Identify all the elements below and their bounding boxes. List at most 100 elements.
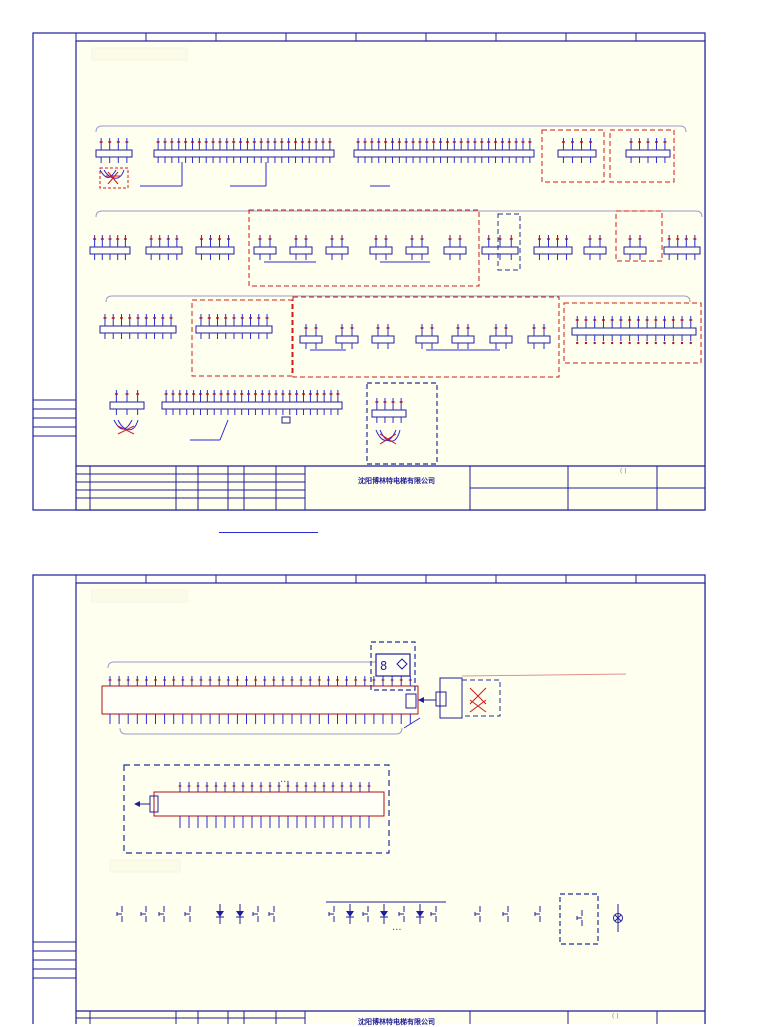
- switch-group-box: [559, 893, 599, 945]
- harness-lead: [461, 673, 627, 677]
- leader-4b: [219, 419, 229, 441]
- strip-body: [145, 246, 183, 255]
- relay-contact-r3-3: [371, 324, 395, 349]
- terminal-strip-j8: [195, 235, 235, 260]
- harness-group-box: [461, 679, 501, 717]
- strip-body: [253, 246, 277, 255]
- strip-dot: [689, 341, 692, 345]
- push-button-switch-icon: [140, 906, 147, 922]
- strip-body: [481, 246, 519, 255]
- strip-body: [489, 335, 513, 344]
- strip-body: [663, 246, 701, 255]
- display-glyph: 8: [380, 659, 387, 673]
- cross-box-1: [99, 167, 129, 189]
- strip-dot: [672, 341, 675, 345]
- leader-5: [403, 717, 421, 729]
- cross-mark-3: [379, 433, 397, 445]
- push-button-switch-icon: [534, 906, 541, 922]
- relay-contact-r3-6: [489, 324, 513, 349]
- title-block-company-1: 沈阳博林特电梯有限公司: [358, 477, 435, 485]
- row-2-bracket: [95, 210, 703, 218]
- harness-plug: [435, 691, 447, 707]
- cross-mark-1: [106, 171, 120, 185]
- terminal-strip-j14: [99, 314, 177, 339]
- strip-dot: [654, 341, 658, 345]
- strip-dot: [610, 341, 614, 345]
- strip-body: [353, 149, 535, 158]
- group-box-relays: [248, 209, 480, 287]
- push-button-switch-icon: [328, 906, 335, 922]
- lower-board-group-box: [123, 764, 390, 854]
- terminal-strip-j12: [623, 235, 647, 260]
- terminal-strip-j3: [353, 138, 535, 163]
- push-button-switch-icon: [116, 906, 123, 922]
- board-connector: [405, 693, 417, 709]
- strip-body: [299, 335, 323, 344]
- terminal-strip-j6: [89, 235, 131, 260]
- relay-contact-1: [253, 235, 277, 260]
- main-board-body: [101, 685, 419, 715]
- ellipsis-red-2: ...: [392, 922, 402, 933]
- group-box-relays-r3: [292, 296, 560, 378]
- strip-body: [557, 149, 597, 158]
- strip-body: [89, 246, 131, 255]
- strip-body: [415, 335, 439, 344]
- terminal-strip-j1: [95, 138, 133, 163]
- group-box-j4: [541, 129, 605, 183]
- strip-dot: [645, 341, 649, 345]
- left-arrow-icon-2: [134, 801, 140, 807]
- sheet-1-drawing-area: [75, 40, 706, 511]
- group-box-j9: [497, 213, 521, 271]
- strip-body: [371, 335, 395, 344]
- strip-body: [371, 409, 407, 418]
- strip-dot: [593, 341, 596, 345]
- ellipsis-red: ...: [280, 774, 290, 785]
- sheet-2-section-label: [109, 859, 181, 873]
- row-1-bracket: [95, 125, 687, 133]
- display-arrow-glyph: [396, 658, 408, 670]
- push-button-switch-icon: [576, 910, 583, 926]
- strip-body: [527, 335, 551, 344]
- push-button-switch-icon: [502, 906, 509, 922]
- strip-dot: [602, 341, 605, 345]
- relay-contact-r3-1: [299, 324, 323, 349]
- display-group-box: [370, 641, 416, 691]
- board-bracket-bottom: [119, 727, 403, 735]
- push-button-switch-icon: [398, 906, 405, 922]
- strip-body: [289, 246, 313, 255]
- strip-body: [451, 335, 475, 344]
- relay-contact-2: [289, 235, 313, 260]
- strip-dot: [576, 341, 579, 345]
- strip-dot: [628, 341, 631, 345]
- strip-body: [325, 246, 349, 255]
- strip-body: [153, 149, 335, 158]
- strip-body: [369, 246, 393, 255]
- group-box-j16: [563, 302, 702, 364]
- push-button-switch-icon: [158, 906, 165, 922]
- strip-body: [195, 325, 273, 334]
- strip-body: [161, 401, 343, 410]
- title-block-company-2: 沈阳博林特电梯有限公司: [358, 1018, 435, 1026]
- lower-board-body: [153, 791, 385, 817]
- sheet-label-box: [91, 47, 188, 61]
- group-box-j15: [191, 299, 293, 377]
- strip-body: [335, 335, 359, 344]
- terminal-strip-j17: [109, 390, 145, 415]
- terminal-strip-j11: [583, 235, 607, 260]
- push-button-switch-icon: [252, 906, 259, 922]
- relay-contact-r3-2: [335, 324, 359, 349]
- terminal-strip-j15: [195, 314, 273, 339]
- push-button-switch-icon: [184, 906, 191, 922]
- relay-contact-r3-4: [415, 324, 439, 349]
- strip-dot: [619, 341, 623, 345]
- strip-body: [405, 246, 429, 255]
- sheet-link[interactable]: [219, 532, 318, 533]
- terminal-strip-j19: [371, 398, 407, 423]
- relay-contact-r3-7: [527, 324, 551, 349]
- terminal-strip-j13: [663, 235, 701, 260]
- strip-body: [443, 246, 467, 255]
- terminal-strip-j2: [153, 138, 335, 163]
- strip-body: [95, 149, 133, 158]
